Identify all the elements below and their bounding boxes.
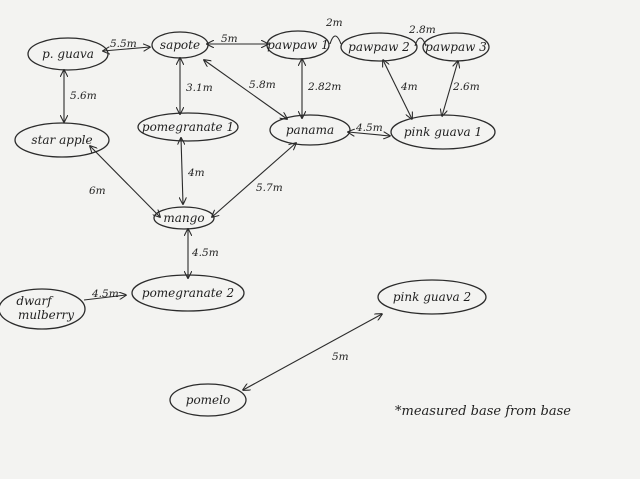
label-sapote-panama: 5.8m [249, 79, 276, 91]
label-pguava-starapple: 5.6m [70, 90, 97, 102]
node-label-pomelo: pomelo [186, 393, 230, 407]
node-label-pawpaw-1: pawpaw 1 [267, 38, 329, 52]
label-mango-pomegranate2: 4.5m [191, 247, 219, 259]
node-label-mulberry: mulberry [18, 308, 74, 322]
label-sapote-pawpaw1: 5m [221, 33, 238, 45]
node-label-dwarf: dwarf [16, 294, 54, 308]
label-pawpaw2-pawpaw3: 2.8m [408, 24, 436, 36]
edge-sapote-panama [204, 60, 287, 119]
edge-pawpaw3-pinkguava1 [442, 61, 458, 116]
node-star-apple: star apple [14, 122, 110, 158]
label-panama-pinkguava1: 4.5m [355, 122, 383, 134]
node-pawpaw-1: pawpaw 1 [266, 30, 330, 60]
label-pinkguava2-pomelo: 5m [332, 351, 349, 363]
edge-mulberry-pomegranate2 [83, 295, 126, 301]
node-panama: panama [269, 114, 351, 146]
node-pomegranate-1: pomegranate 1 [137, 112, 239, 142]
node-sapote: sapote [151, 31, 209, 59]
node-label-mango: mango [163, 211, 204, 225]
node-pomelo: pomelo [169, 383, 247, 417]
node-mango: mango [153, 206, 215, 230]
edge-pomegranate1-mango [181, 138, 183, 204]
edge-pawpaw1-pawpaw2 [329, 35, 342, 45]
nodes: p. guava sapote pawpaw 1 pawpaw 2 pawpaw… [0, 30, 496, 417]
node-pomegranate-2: pomegranate 2 [131, 274, 245, 312]
edge-pawpaw2-pinkguava1 [383, 60, 412, 119]
node-label-pink-guava-1: pink guava 1 [404, 125, 482, 139]
node-label-pomegranate-2: pomegranate 2 [142, 286, 234, 300]
edge-pguava-sapote [103, 47, 150, 51]
node-label-sapote: sapote [160, 38, 200, 52]
node-label-star-apple: star apple [31, 133, 92, 147]
label-pawpaw1-pawpaw2: 2m [325, 17, 343, 29]
measurement-note: *measured base from base [395, 404, 571, 419]
node-label-pink-guava-2: pink guava 2 [393, 290, 471, 304]
label-sapote-pomegranate1: 3.1m [186, 82, 213, 94]
label-pawpaw1-panama: 2.82m [307, 81, 341, 93]
node-pink-guava-2: pink guava 2 [377, 279, 487, 315]
edge-labels: 5.5m 5m 2m 2.8m 5.6m 3.1m 5.8m 2.82m 4m … [70, 17, 480, 363]
node-label-p-guava: p. guava [42, 47, 94, 61]
label-pawpaw3-pinkguava1: 2.6m [452, 81, 480, 93]
label-pawpaw2-pinkguava1: 4m [400, 81, 418, 93]
node-label-pawpaw-2: pawpaw 2 [348, 40, 410, 54]
node-pawpaw-2: pawpaw 2 [340, 32, 418, 62]
label-mulberry-pomegranate2: 4.5m [91, 288, 119, 300]
node-pawpaw-3: pawpaw 3 [422, 32, 490, 62]
edge-starapple-mango [90, 146, 160, 217]
label-pguava-sapote: 5.5m [110, 38, 137, 50]
edge-panama-pinkguava1 [348, 132, 390, 136]
node-label-panama: panama [286, 123, 334, 137]
label-pomegranate1-mango: 4m [187, 167, 205, 179]
edges [64, 35, 458, 390]
label-starapple-mango: 6m [89, 185, 106, 197]
edge-pinkguava2-pomelo [243, 314, 382, 390]
node-p-guava: p. guava [27, 37, 109, 71]
label-panama-mango: 5.7m [256, 182, 283, 194]
node-pink-guava-1: pink guava 1 [390, 114, 496, 150]
node-label-pawpaw-3: pawpaw 3 [425, 40, 487, 54]
edge-panama-mango [212, 143, 296, 217]
node-dwarf-mulberry: dwarf mulberry [0, 288, 86, 330]
node-label-pomegranate-1: pomegranate 1 [142, 120, 234, 134]
